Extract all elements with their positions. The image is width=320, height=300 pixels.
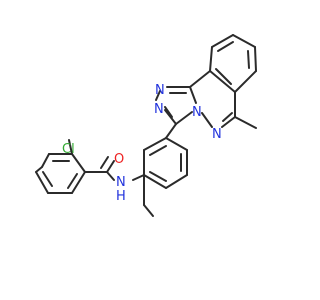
c-cl-bond [68,139,73,155]
triazole-n2-label: N [154,102,164,117]
chlorophenyl-ring [35,153,86,194]
diazine-ring [189,70,236,128]
diazine-nitrogen-label: N [212,127,222,142]
n-aryl-bond [132,174,145,181]
amide-cn-bond [106,171,115,181]
molecule-structure: Cl O N H N N N N [35,34,257,217]
aryl-triazole-bond [165,123,177,139]
chlorine-label: Cl [62,142,75,157]
tolyl-ring [143,137,188,189]
amide-nitrogen-label: N [116,175,126,190]
carbonyl-double-bond [100,156,115,173]
triazole-ring [155,86,197,125]
bridge-nitrogen-label: N [192,105,202,120]
amide-hydrogen-label: H [116,189,126,204]
tolyl-methyl-tail [143,204,154,217]
triazole-n1-label: N [155,83,165,98]
diazine-methyl-bond [234,116,257,129]
benzo-ring [209,34,257,93]
oxygen-label: O [114,152,124,167]
